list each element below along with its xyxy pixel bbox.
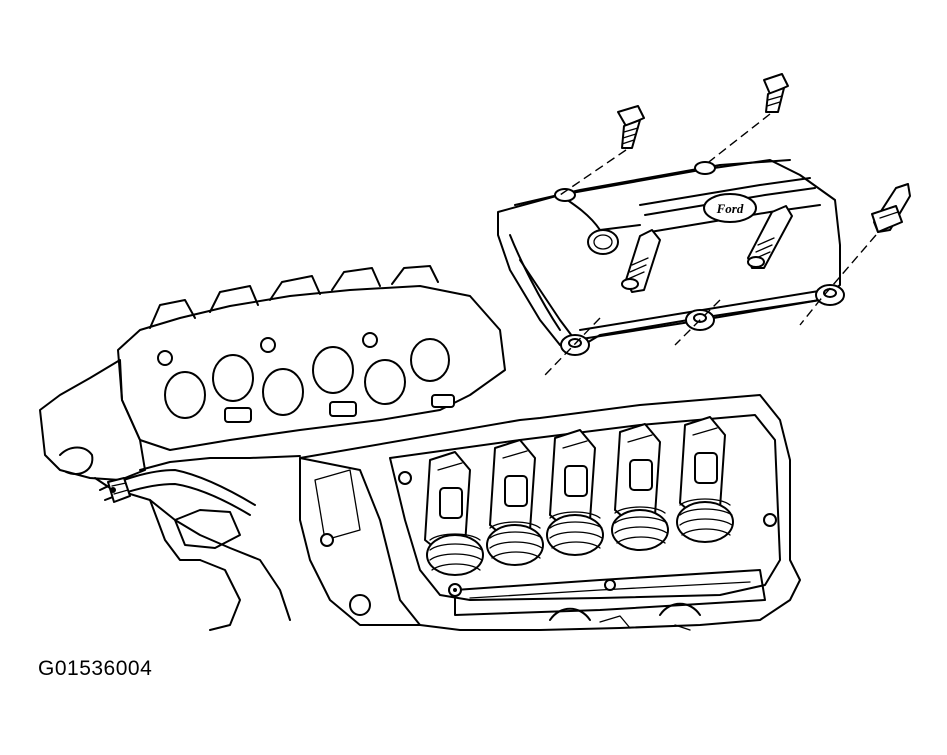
- stud-bolt-3: [871, 183, 911, 233]
- stud-bolt-2: [747, 205, 793, 269]
- bolt-2: [763, 73, 789, 113]
- intake-manifold-gasket: [117, 265, 506, 451]
- rocker-arm-2: [486, 439, 544, 566]
- rocker-arm-assemblies: [424, 416, 734, 576]
- ford-logo-text: Ford: [716, 201, 744, 216]
- rocker-arm-1: [424, 451, 484, 576]
- bolt-1: [617, 105, 645, 149]
- figure-code-label: G01536004: [38, 657, 153, 680]
- engine-block-left: [39, 359, 301, 631]
- rocker-arm-3: [546, 429, 604, 556]
- valve-cover: Ford: [497, 159, 845, 356]
- ford-logo-oval: [703, 193, 757, 223]
- rocker-arm-5: [676, 416, 734, 543]
- rocker-arm-4: [611, 423, 669, 551]
- valve-cover-bolts: [544, 73, 911, 376]
- stud-bolt-1: [621, 229, 661, 293]
